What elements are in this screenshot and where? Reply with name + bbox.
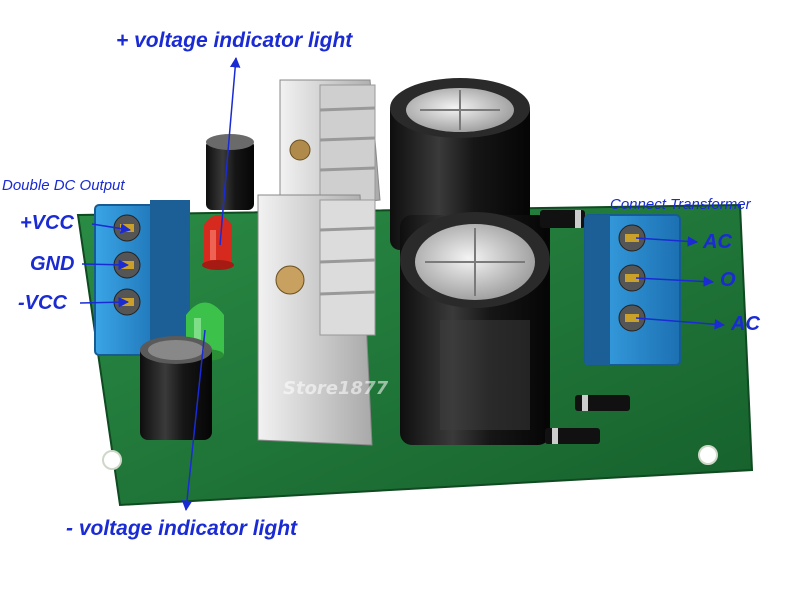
diode [545, 428, 600, 444]
vcc-minus-label: -VCC [18, 292, 67, 314]
heatsink-rear [279, 79, 381, 211]
watermark: Store1877 [283, 378, 389, 399]
plus-led-label: + voltage indicator light [116, 29, 353, 52]
transformer-title: Connect Transformer [610, 196, 751, 213]
ac-bottom-label: AC [731, 313, 760, 335]
o-label: O [720, 269, 736, 291]
diode [575, 395, 630, 411]
annotation-arrows [79, 56, 726, 512]
minus-led-label: - voltage indicator light [66, 517, 298, 540]
arrow-gnd [81, 259, 130, 271]
gnd-label: GND [30, 253, 75, 275]
vcc-plus-label: +VCC [20, 212, 74, 234]
large-capacitor-rear [390, 78, 530, 250]
left-terminal-block [94, 200, 190, 356]
red-led [202, 215, 234, 270]
arrow-vcc-minus [79, 296, 130, 308]
mount-hole [102, 450, 122, 470]
small-capacitor-top [206, 134, 254, 210]
arrow-ac-bottom [635, 317, 726, 330]
arrow-vcc-plus [91, 223, 132, 234]
output-title: Double DC Output [2, 177, 125, 194]
arrow-o [635, 276, 715, 287]
diode [540, 210, 585, 228]
ac-top-label: AC [703, 231, 732, 253]
large-capacitor-front [400, 212, 550, 445]
right-terminal-block [584, 214, 681, 366]
mount-hole [698, 445, 718, 465]
heatsink-front [257, 194, 376, 446]
arrow-plus-led [219, 56, 241, 246]
arrow-ac-top [635, 236, 699, 247]
small-capacitor-bottom [140, 336, 212, 440]
arrow-minus-led [181, 329, 206, 512]
